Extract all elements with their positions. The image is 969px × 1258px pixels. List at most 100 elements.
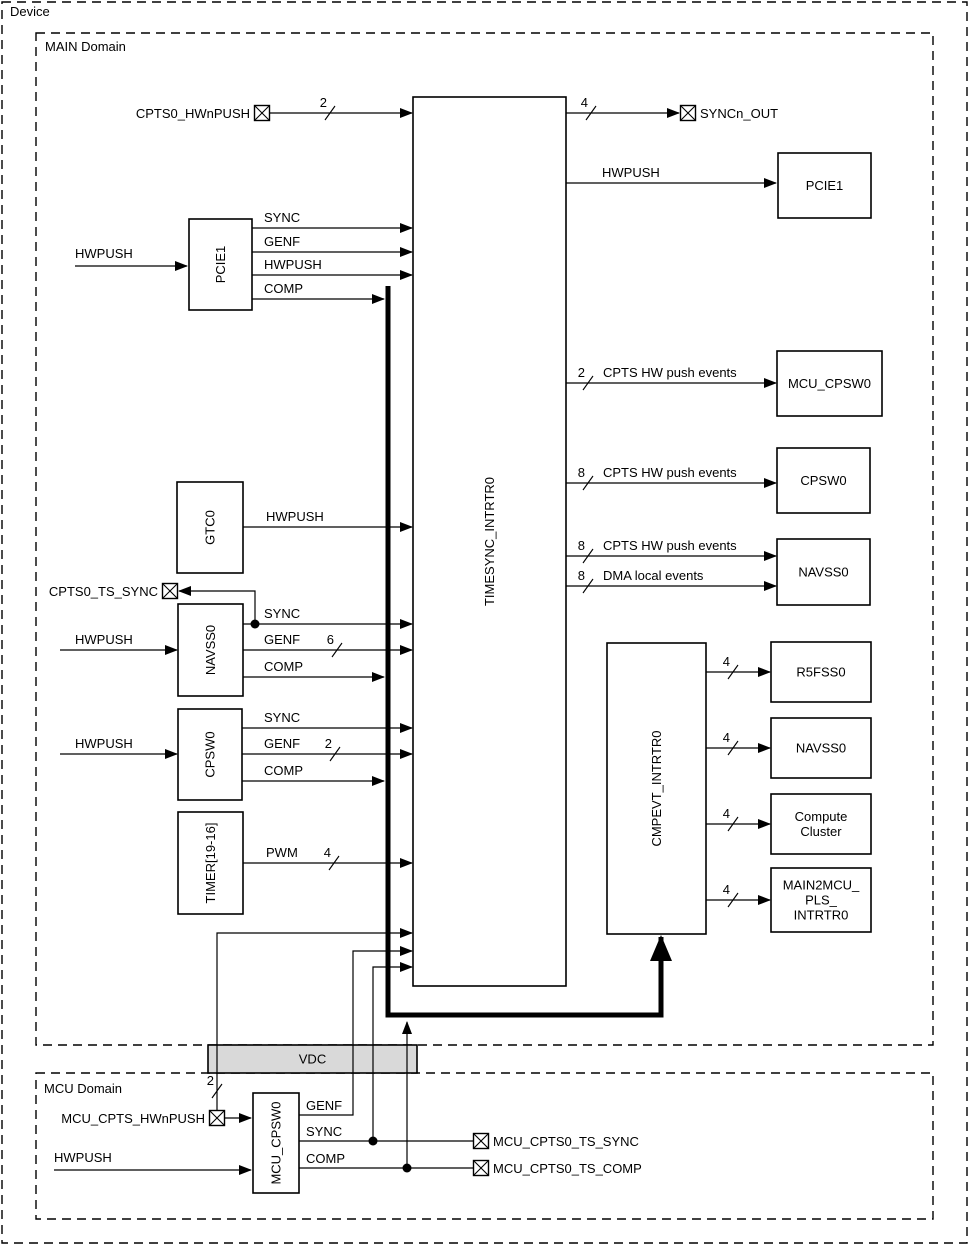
label-pcie1-out-comp: COMP xyxy=(264,281,303,296)
label-width-cmpevt-main2mcu: 4 xyxy=(723,882,730,897)
label-mcu-cpsw0-out-comp: COMP xyxy=(306,1151,345,1166)
block-label-compute-cluster-line1: Cluster xyxy=(800,824,842,839)
slash-width-cmpevt-main2mcu xyxy=(727,892,739,908)
label-timer-out-pwm: PWM xyxy=(266,845,298,860)
pin-label-cpts0-ts-sync: CPTS0_TS_SYNC xyxy=(49,584,158,599)
pin-mcu-cpts0-ts-comp xyxy=(472,1159,490,1177)
label-pcie1-out-hwpush: HWPUSH xyxy=(264,257,322,272)
label-cpsw0-out-comp: COMP xyxy=(264,763,303,778)
wire-mcu-sync-up-to-timesync xyxy=(372,962,413,1141)
block-cpsw0-left xyxy=(177,708,243,801)
junction-mcu-comp xyxy=(402,1163,412,1173)
label-timesync-out-hwpush: HWPUSH xyxy=(602,165,660,180)
block-label-main2mcu-pls-intrtr0-line0: MAIN2MCU_ xyxy=(783,878,860,893)
block-navss0-cmpevt xyxy=(770,717,872,779)
block-pcie1-right xyxy=(777,152,872,219)
slash-width-cpts0-hwnpush xyxy=(324,105,336,121)
block-compute-cluster xyxy=(770,793,872,855)
block-mcu-cpsw0-right xyxy=(776,350,883,417)
block-timer-19-16 xyxy=(177,811,244,915)
block-cpsw0-right xyxy=(776,447,871,514)
wire-navss0-sync-branch-to-pin xyxy=(178,586,256,624)
slash-width-syncn-out xyxy=(585,105,597,121)
main-domain-label: MAIN Domain xyxy=(45,39,126,54)
pin-x2-mcu-cpts0-ts-comp xyxy=(473,1160,489,1176)
pin-mcu-cpts-hwnpush xyxy=(208,1109,226,1127)
label-width-syncn-out: 4 xyxy=(581,95,588,110)
block-label-timer-19-16: TIMER[19-16] xyxy=(203,823,218,904)
block-label-r5fss0: R5FSS0 xyxy=(796,665,845,680)
label-width-cmpevt-r5fss0: 4 xyxy=(723,654,730,669)
pin-label-mcu-cpts-hwnpush: MCU_CPTS_HWnPUSH xyxy=(61,1111,205,1126)
label-mcu-cpsw0-out-genf: GENF xyxy=(306,1098,342,1113)
block-label-compute-cluster-line0: Compute xyxy=(795,809,848,824)
block-label-mcu-cpsw0: MCU_CPSW0 xyxy=(269,1101,284,1184)
label-navss0-out-sync: SYNC xyxy=(264,606,300,621)
block-timesync-intrtr0 xyxy=(412,96,567,987)
slash-width-push-cpsw0 xyxy=(582,475,594,491)
mcu-domain-boundary xyxy=(35,1072,934,1220)
slash-width-push-navss0 xyxy=(582,548,594,564)
label-width-dma-navss0: 8 xyxy=(578,568,585,583)
pin-label-mcu-cpts0-ts-comp: MCU_CPTS0_TS_COMP xyxy=(493,1161,642,1176)
block-navss0-right xyxy=(776,538,871,606)
block-label-cpsw0-right: CPSW0 xyxy=(800,473,846,488)
block-label-navss0-left: NAVSS0 xyxy=(203,625,218,675)
block-label-pcie1-left: PCIE1 xyxy=(213,246,228,284)
wire-mcu-hwnpush-up-to-timesync xyxy=(216,928,413,1110)
block-r5fss0 xyxy=(770,641,872,703)
pin-cpts0-ts-sync xyxy=(161,582,179,600)
label-push-events-mcu-cpsw0: CPTS HW push events xyxy=(603,365,737,380)
wire-mcu-genf-up-to-timesync xyxy=(299,946,413,1116)
pin-label-cpts0-hwnpush: CPTS0_HWnPUSH xyxy=(136,106,250,121)
block-cmpevt-intrtr0 xyxy=(606,642,707,935)
label-navss0-in-hwpush: HWPUSH xyxy=(75,632,133,647)
block-label-cmpevt-intrtr0: CMPEVT_INTRTR0 xyxy=(649,730,664,846)
pin-mcu-cpts0-ts-sync xyxy=(472,1132,490,1150)
label-width-cpsw0-genf: 2 xyxy=(325,736,332,751)
slash-width-cmpevt-navss0 xyxy=(727,740,739,756)
label-width-cmpevt-navss0: 4 xyxy=(723,730,730,745)
block-label-navss0-cmpevt: NAVSS0 xyxy=(796,741,846,756)
label-width-push-mcu-cpsw0: 2 xyxy=(578,365,585,380)
slash-width-cmpevt-r5fss0 xyxy=(727,664,739,680)
block-vdc xyxy=(207,1044,418,1074)
slash-width-mcu-hwnpush xyxy=(211,1083,223,1099)
label-navss0-out-genf: GENF xyxy=(264,632,300,647)
label-width-cpts0-hwnpush: 2 xyxy=(320,95,327,110)
device-label: Device xyxy=(10,4,50,19)
junction-mcu-sync xyxy=(368,1136,378,1146)
label-dma-local-events: DMA local events xyxy=(603,568,704,583)
block-label-gtc0: GTC0 xyxy=(203,510,218,545)
label-width-push-cpsw0: 8 xyxy=(578,465,585,480)
block-gtc0 xyxy=(176,481,244,574)
label-width-cmpevt-cc: 4 xyxy=(723,806,730,821)
pin-cpts0-hwnpush xyxy=(253,104,271,122)
label-pcie1-out-sync: SYNC xyxy=(264,210,300,225)
mcu-domain-label: MCU Domain xyxy=(44,1081,122,1096)
label-push-events-navss0: CPTS HW push events xyxy=(603,538,737,553)
block-label-timesync-intrtr0: TIMESYNC_INTRTR0 xyxy=(482,477,497,606)
pin-x2-syncn-out xyxy=(680,105,696,121)
label-gtc0-out-hwpush: HWPUSH xyxy=(266,509,324,524)
block-label-main2mcu-pls-intrtr0-line2: INTRTR0 xyxy=(794,908,849,923)
label-width-push-navss0: 8 xyxy=(578,538,585,553)
block-label-cpsw0-left: CPSW0 xyxy=(203,731,218,777)
label-width-mcu-hwnpush: 2 xyxy=(207,1073,214,1088)
pin-x2-cpts0-ts-sync xyxy=(162,583,178,599)
pin-x2-mcu-cpts0-ts-sync xyxy=(473,1133,489,1149)
pin-label-mcu-cpts0-ts-sync: MCU_CPTS0_TS_SYNC xyxy=(493,1134,639,1149)
label-navss0-out-comp: COMP xyxy=(264,659,303,674)
slash-width-dma-navss0 xyxy=(582,578,594,594)
label-pcie1-out-genf: GENF xyxy=(264,234,300,249)
block-pcie1-left xyxy=(188,218,253,311)
pin-syncn-out xyxy=(679,104,697,122)
label-cpsw0-out-genf: GENF xyxy=(264,736,300,751)
label-mcu-cpsw0-in-hwpush: HWPUSH xyxy=(54,1150,112,1165)
slash-width-cmpevt-cc xyxy=(727,816,739,832)
block-label-main2mcu-pls-intrtr0-line1: PLS_ xyxy=(805,893,838,908)
main-domain-boundary xyxy=(35,32,934,1046)
block-main2mcu-pls-intrtr0 xyxy=(770,867,872,933)
